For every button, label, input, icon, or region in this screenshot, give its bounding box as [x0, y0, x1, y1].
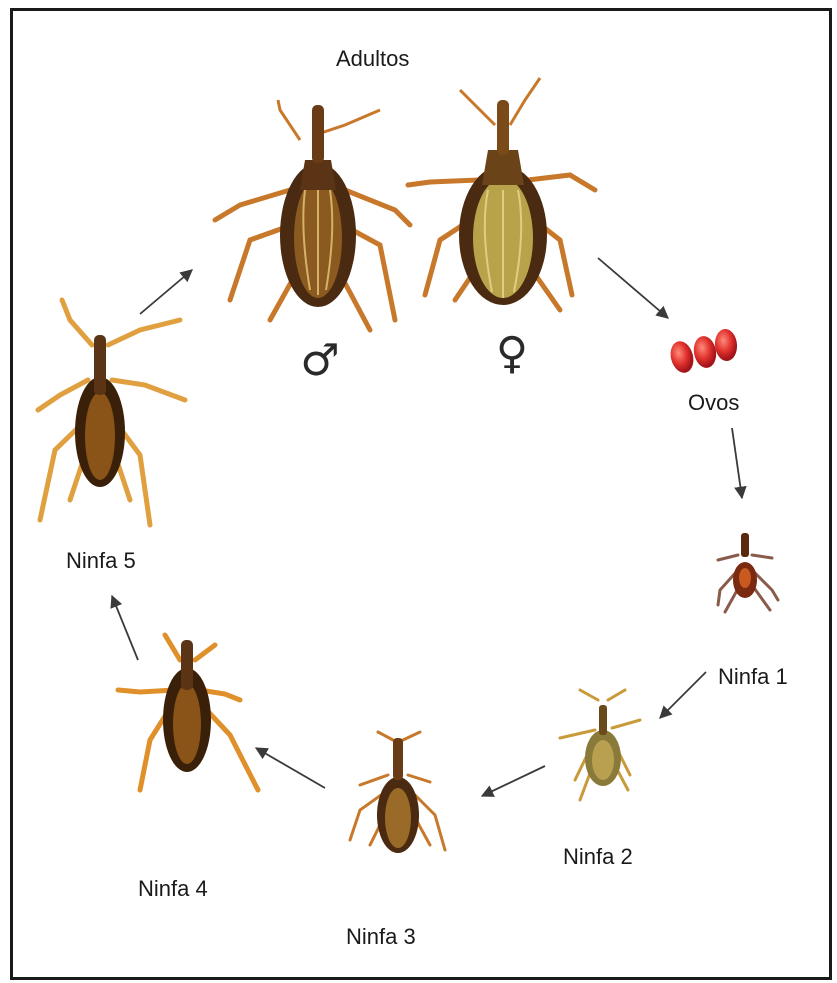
arrow-adults-to-eggs	[598, 258, 668, 318]
female-adult-bug	[408, 78, 595, 310]
nymph-3-bug	[350, 732, 445, 853]
label-adults: Adultos	[336, 46, 409, 72]
label-nymph-5: Ninfa 5	[66, 548, 136, 574]
arrow-nymph2-to-nymph3	[482, 766, 545, 796]
nymph-4-bug	[118, 635, 258, 790]
nymph-1-bug	[718, 533, 778, 612]
label-nymph-3: Ninfa 3	[346, 924, 416, 950]
label-nymph-2: Ninfa 2	[563, 844, 633, 870]
male-symbol: ♂	[300, 335, 339, 386]
arrow-nymph1-to-nymph2	[660, 672, 706, 718]
nymph-5-bug	[38, 300, 185, 525]
male-adult-bug	[215, 100, 410, 330]
arrow-nymph5-to-adults	[140, 270, 192, 314]
label-nymph-1: Ninfa 1	[718, 664, 788, 690]
arrow-eggs-to-nymph1	[732, 428, 742, 498]
arrow-nymph4-to-nymph5	[112, 596, 138, 660]
label-nymph-4: Ninfa 4	[138, 876, 208, 902]
nymph-2-bug	[560, 690, 640, 800]
eggs-cluster	[667, 328, 738, 375]
arrow-nymph3-to-nymph4	[256, 748, 325, 788]
label-eggs: Ovos	[688, 390, 739, 416]
female-symbol: ♀	[496, 328, 528, 379]
